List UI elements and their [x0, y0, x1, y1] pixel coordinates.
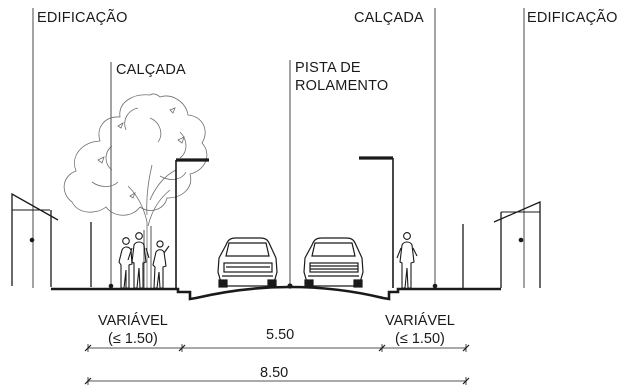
street-profile [51, 285, 501, 301]
dimension-line-upper [84, 344, 470, 352]
label-edificacao-right: EDIFICAÇÃO [527, 9, 618, 26]
label-edificacao-left: EDIFICAÇÃO [37, 9, 128, 26]
label-pista-line2: ROLAMENTO [295, 78, 388, 94]
dim-left-variavel: VARIÁVEL [98, 312, 168, 329]
tree-icon [63, 93, 208, 290]
pedestrian-icon [396, 232, 418, 289]
car-left-icon [217, 237, 278, 288]
left-sidewalk-dot [108, 283, 114, 289]
dimension-line-total [84, 377, 470, 385]
street-light-right [359, 156, 394, 288]
label-pista-line1: PISTA DE [295, 60, 361, 76]
dim-roadway-width: 5.50 [266, 327, 294, 343]
right-sidewalk-dot [432, 283, 438, 289]
dim-right-limit: (≤ 1.50) [395, 331, 445, 347]
car-right-icon [303, 237, 364, 288]
left-building [11, 192, 59, 287]
label-calcada-left: CALÇADA [116, 62, 186, 78]
dim-left-limit: (≤ 1.50) [108, 331, 158, 347]
dim-total-width: 8.50 [260, 365, 288, 381]
dim-right-variavel: VARIÁVEL [385, 312, 455, 329]
label-calcada-right: CALÇADA [354, 10, 424, 26]
street-light-left [175, 158, 209, 288]
road-centerline-dot [287, 283, 293, 289]
right-building [493, 201, 541, 288]
